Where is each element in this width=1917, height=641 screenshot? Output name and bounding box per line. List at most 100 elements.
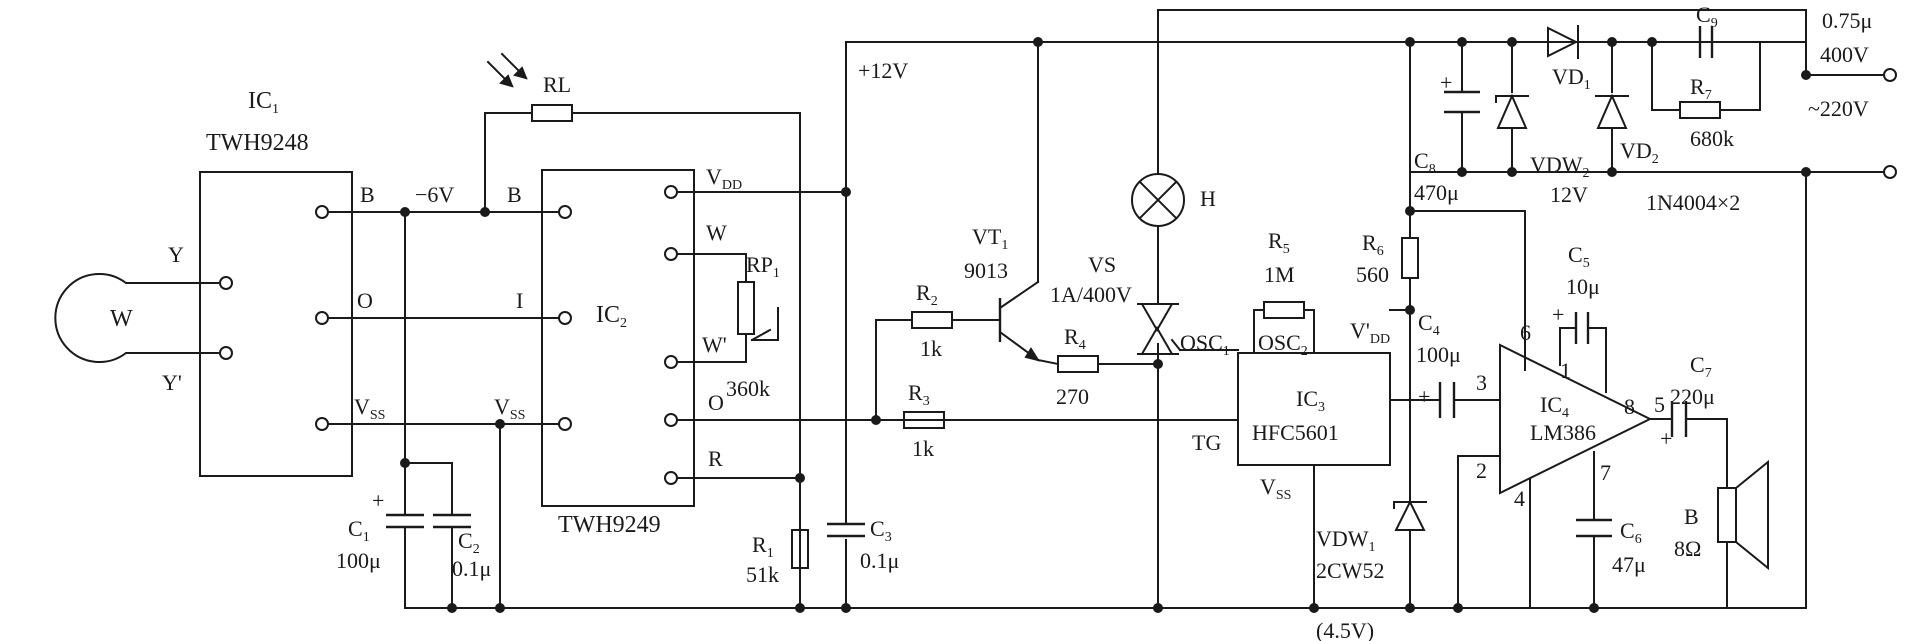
vdw2-label: VDW2 — [1530, 152, 1590, 181]
lamp-h — [1131, 173, 1185, 227]
potentiometer-rp1 — [737, 281, 755, 335]
resistor-r2 — [911, 311, 953, 329]
c9-voltage: 400V — [1820, 42, 1869, 67]
c4-value: 100μ — [1416, 342, 1461, 367]
ic2-pin-vdd: VDD — [706, 164, 742, 193]
ic1-pin-o: O — [357, 288, 373, 313]
coil-w — [54, 273, 219, 363]
r2-label: R2 — [916, 280, 938, 309]
r7-label: R7 — [1690, 74, 1712, 103]
r5-value: 1M — [1264, 262, 1295, 287]
capacitor-c2 — [433, 513, 471, 541]
r1-value: 51k — [746, 562, 779, 587]
vd2-label: VD2 — [1620, 138, 1659, 167]
c7-plus: + — [1660, 426, 1672, 451]
c8-plus: + — [1440, 70, 1452, 95]
rail-minus-6v: −6V — [415, 182, 454, 207]
resistor-r3 — [903, 411, 945, 429]
ic4-pin6: 6 — [1520, 320, 1531, 345]
c5-label: C5 — [1568, 242, 1590, 271]
r5-label: R5 — [1268, 228, 1290, 257]
ic2-pin-o: O — [708, 390, 724, 415]
ic4-body — [1499, 343, 1653, 495]
capacitor-c1 — [386, 513, 424, 541]
ic2-pin-r: R — [708, 446, 723, 471]
ic2-part: TWH9249 — [558, 512, 661, 538]
rail-4-5v: (4.5V) — [1316, 618, 1374, 641]
ic4-part: LM386 — [1530, 420, 1596, 445]
ic1-pin-y2: Y' — [162, 370, 182, 395]
c7-value: 220μ — [1670, 384, 1715, 409]
capacitor-c8 — [1444, 90, 1480, 114]
ic1-body — [199, 171, 353, 477]
diode-vd2 — [1595, 93, 1629, 129]
vt1-value: 9013 — [964, 258, 1008, 283]
c2-value: 0.1μ — [452, 556, 491, 581]
c3-label: C3 — [870, 516, 892, 545]
r4-value: 270 — [1056, 384, 1089, 409]
ic4-pin5: 5 — [1654, 392, 1665, 417]
ic2-body — [541, 169, 695, 507]
rl-label: RL — [543, 72, 571, 97]
vs-label: VS — [1088, 252, 1116, 277]
c6-label: C6 — [1620, 518, 1642, 547]
vs-value: 1A/400V — [1050, 282, 1132, 307]
ic2-pin-w2: W' — [702, 332, 727, 357]
ic3-osc2: OSC2 — [1258, 330, 1308, 359]
resistor-r6 — [1401, 237, 1419, 279]
r7-value: 680k — [1690, 126, 1734, 151]
c1-label: C1 — [348, 516, 370, 545]
c2-label: C2 — [458, 528, 480, 557]
c1-value: 100μ — [336, 548, 381, 573]
zener-vdw1 — [1393, 499, 1427, 531]
coil-w-label: W — [110, 306, 133, 332]
ic2-pin-vss: VSS — [494, 394, 525, 423]
mains-terminal-top — [1883, 68, 1897, 82]
ic3-tg: TG — [1192, 430, 1221, 455]
ic3-vss: VSS — [1260, 474, 1291, 503]
c4-plus: + — [1418, 384, 1430, 409]
r4-label: R4 — [1064, 324, 1086, 353]
ic2-pin-b: B — [507, 182, 522, 207]
ic3-osc1: OSC1 — [1180, 330, 1230, 359]
ic3-label: IC3 — [1296, 386, 1325, 415]
transistor-vt1 — [998, 244, 1041, 362]
ic1-pin-y: Y — [168, 242, 184, 267]
c9-label: C9 — [1696, 2, 1718, 31]
c5-value: 10μ — [1566, 274, 1600, 299]
speaker-icon — [1717, 459, 1769, 571]
light-arrows-icon — [486, 52, 528, 88]
junction-dots — [400, 37, 1811, 613]
resistor-r7 — [1679, 101, 1721, 119]
ic2-pin-w: W — [706, 220, 727, 245]
ic1-part: TWH9248 — [206, 130, 309, 156]
ic4-pin3: 3 — [1476, 370, 1487, 395]
r6-label: R6 — [1362, 230, 1384, 259]
capacitor-c9 — [1698, 26, 1714, 58]
capacitor-c5 — [1574, 312, 1590, 344]
c8-value: 470μ — [1414, 180, 1459, 205]
c3-value: 0.1μ — [860, 548, 899, 573]
ic4-pin2: 2 — [1476, 458, 1487, 483]
c9-value: 0.75μ — [1822, 8, 1872, 33]
diode-vd1 — [1547, 25, 1579, 59]
resistor-r4 — [1057, 355, 1099, 373]
r3-label: R3 — [908, 380, 930, 409]
vdw1-value: 2CW52 — [1316, 558, 1384, 583]
vdw1-label: VDW1 — [1316, 526, 1376, 555]
ic3-vdd: V'DD — [1350, 318, 1390, 347]
vd1-label: VD1 — [1552, 64, 1591, 93]
capacitor-c4 — [1438, 382, 1456, 418]
mains-label: ~220V — [1808, 96, 1869, 121]
ic1-pin-vss: VSS — [354, 394, 385, 423]
components — [386, 25, 1769, 609]
ic4-pin7: 7 — [1600, 460, 1611, 485]
ic1-label: IC1 — [248, 88, 279, 117]
labels: IC1 TWH9248 B O VSS Y Y' W IC2 TWH9249 B… — [110, 2, 1872, 641]
ic2-pin-i: I — [516, 288, 523, 313]
ic4-pin1: 1 — [1560, 358, 1571, 383]
capacitor-c3 — [827, 522, 865, 538]
triac-vs — [1137, 303, 1182, 355]
c7-label: C7 — [1690, 352, 1712, 381]
